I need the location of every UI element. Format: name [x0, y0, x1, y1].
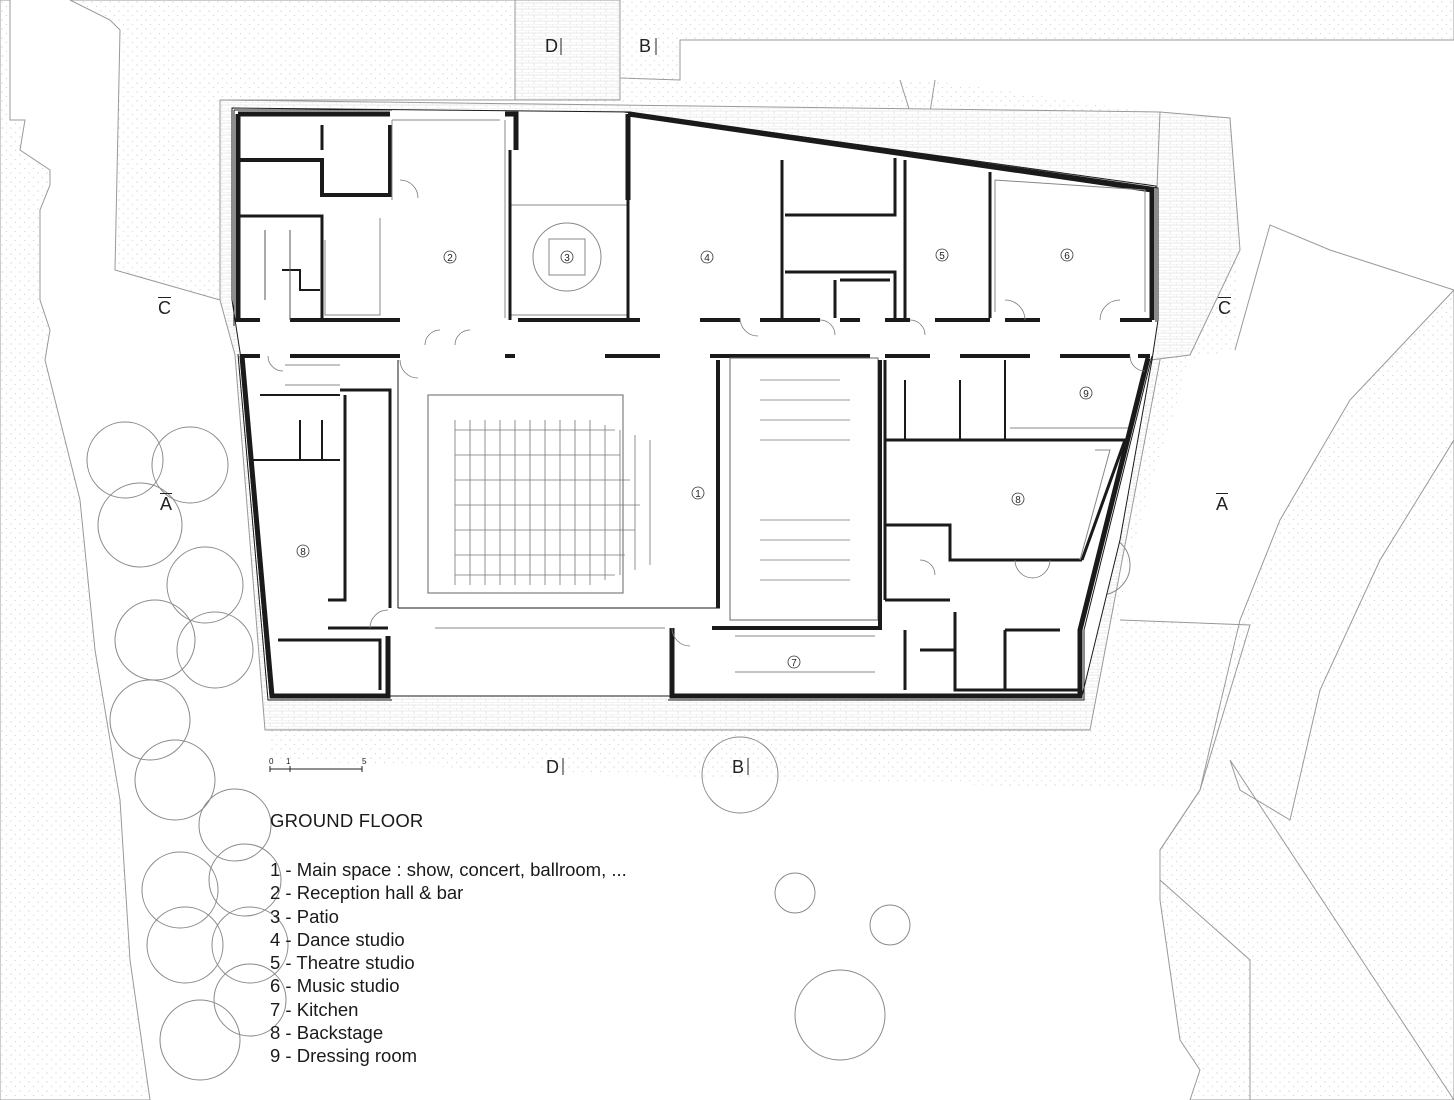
section-mark-a-left: A — [160, 494, 173, 514]
svg-text:9: 9 — [1083, 389, 1089, 400]
legend-item: 2 - Reception hall & bar — [270, 882, 464, 904]
trees — [86, 421, 1131, 1081]
room-labels: 1 2 3 4 5 6 7 8 8 9 — [296, 248, 1093, 669]
audience-seating — [454, 420, 651, 585]
svg-text:7: 7 — [791, 658, 797, 669]
room-label-4: 4 — [700, 250, 714, 264]
svg-text:4: 4 — [704, 253, 710, 264]
legend-item: 3 - Patio — [270, 905, 339, 927]
section-mark-d-top: D — [545, 36, 558, 56]
svg-text:5: 5 — [362, 757, 367, 766]
room-label-2: 2 — [443, 250, 457, 264]
room-label-6: 6 — [1060, 248, 1074, 262]
svg-text:1: 1 — [695, 489, 701, 500]
scale-bar: 0 1 5 — [269, 757, 367, 772]
svg-text:5: 5 — [939, 251, 945, 262]
section-mark-a-right: A — [1216, 494, 1229, 514]
section-ticks — [560, 38, 749, 775]
legend-item: 4 - Dance studio — [270, 928, 405, 950]
stage-rigging — [760, 379, 850, 581]
legend-item: 1 - Main space : show, concert, ballroom… — [270, 859, 627, 880]
svg-text:1: 1 — [286, 757, 291, 766]
legend-item: 9 - Dressing room — [270, 1045, 418, 1067]
building — [231, 107, 1159, 701]
legend: GROUND FLOOR 1 - Main space : show, conc… — [270, 810, 627, 1068]
svg-text:6: 6 — [1064, 251, 1070, 262]
svg-text:8: 8 — [300, 547, 306, 558]
room-label-3: 3 — [560, 250, 574, 264]
section-mark-d-bottom: D — [546, 757, 559, 777]
door-swings — [267, 179, 1146, 647]
svg-text:8: 8 — [1015, 495, 1021, 506]
section-mark-c-left: C — [158, 298, 171, 318]
room-label-8-right: 8 — [1011, 492, 1025, 506]
legend-item: 5 - Theatre studio — [270, 952, 415, 974]
svg-text:0: 0 — [269, 757, 274, 766]
section-mark-c-right: C — [1218, 298, 1231, 318]
room-label-5: 5 — [935, 248, 949, 262]
room-label-1: 1 — [691, 486, 705, 500]
section-mark-b-top: B — [639, 36, 652, 56]
svg-text:2: 2 — [447, 253, 453, 264]
room-label-9: 9 — [1079, 386, 1093, 400]
legend-item: 8 - Backstage — [270, 1022, 384, 1044]
svg-text:3: 3 — [564, 253, 570, 264]
section-mark-b-bottom: B — [732, 757, 745, 777]
plan-title: GROUND FLOOR — [270, 810, 424, 831]
legend-item: 6 - Music studio — [270, 975, 400, 997]
room-label-7: 7 — [787, 655, 801, 669]
room-label-8-left: 8 — [296, 544, 310, 558]
legend-item: 7 - Kitchen — [270, 998, 359, 1020]
